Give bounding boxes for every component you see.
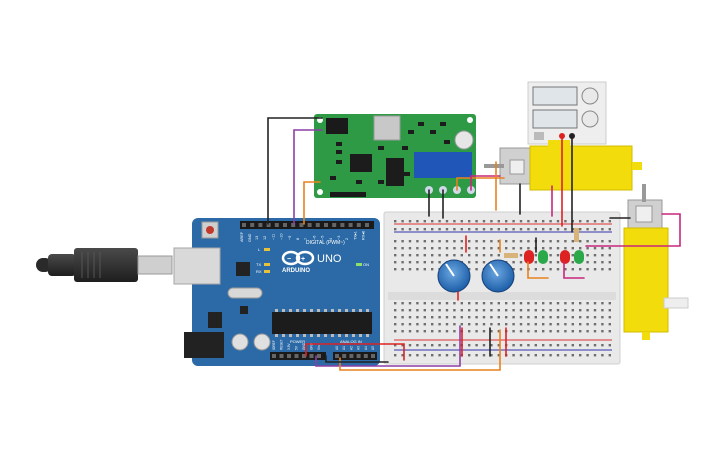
digital-pin-label: ~11 [271, 234, 275, 240]
svg-text:−: − [287, 256, 291, 263]
potentiometer-1[interactable] [437, 259, 471, 293]
digital-pin-label: 12 [263, 236, 267, 240]
dc-gear-motor-2[interactable] [623, 184, 689, 340]
digital-pin-hole[interactable] [283, 223, 287, 227]
screw-terminal [414, 152, 472, 178]
analog-label: ANALOG IN [340, 339, 362, 344]
power-pin-hole[interactable] [279, 354, 284, 358]
power-pin-label: 5V [295, 345, 299, 350]
aref-label: AREF [240, 231, 244, 242]
digital-pin-hole[interactable] [348, 223, 353, 227]
power-pin-hole[interactable] [287, 354, 291, 358]
power-pin-label: 3.3V [287, 343, 291, 350]
led-red-1[interactable] [524, 250, 534, 264]
digital-pin-label: ~3 [337, 236, 341, 240]
resistor-1 [504, 253, 518, 258]
analog-pin-hole[interactable] [356, 354, 361, 358]
wires [267, 117, 681, 371]
digital-pin-label: ~5 [321, 236, 325, 240]
usb-cable [36, 248, 173, 282]
digital-pin-hole[interactable] [315, 223, 320, 227]
gnd-label: GND [248, 233, 252, 242]
digital-pin-hole[interactable] [242, 223, 246, 227]
analog-pin-hole[interactable] [349, 354, 354, 358]
power-pin-hole[interactable] [272, 354, 276, 358]
digital-pin-hole[interactable] [365, 223, 369, 227]
digital-pin-hole[interactable] [258, 223, 263, 227]
digital-pin-hole[interactable] [307, 223, 312, 227]
digital-pin-label: ~6 [312, 236, 316, 240]
reset-button[interactable] [206, 226, 214, 234]
power-pin-label: Vin [317, 345, 321, 350]
digital-pin-label: ~9 [288, 236, 292, 240]
analog-pin-label: A3 [357, 346, 361, 350]
digital-pin-hole[interactable] [340, 223, 345, 227]
digital-pin-label: ~10 [280, 234, 284, 240]
power-pin-label: GND [302, 342, 306, 350]
digital-pin-label: 2 [345, 238, 349, 240]
svg-text:+: + [301, 256, 305, 263]
arduino-uno-board[interactable]: DIGITAL (PWM~) 13 12 ~11 ~10 ~9 8 7 ~6 ~5 4 ~3 2 TX▸… [173, 218, 380, 366]
led-tx-label: TX [256, 262, 261, 267]
digital-pin-label: TX▸1 [353, 231, 357, 240]
potentiometer-2[interactable] [481, 259, 515, 293]
digital-pin-label: 4 [329, 238, 333, 240]
board-brand: ARDUINO [282, 268, 310, 274]
digital-pin-hole[interactable] [266, 223, 271, 227]
digital-pin-hole[interactable] [274, 223, 279, 227]
analog-pin-hole[interactable] [335, 354, 339, 358]
analog-pin-label: A4 [364, 346, 368, 350]
analog-pin-hole[interactable] [371, 354, 375, 358]
led-l-label: L [258, 247, 261, 252]
power-pin-hole[interactable] [317, 354, 321, 358]
led-rx-label: RX [256, 269, 262, 274]
power-pin-label: GND [310, 342, 314, 350]
digital-pin-label: 7 [304, 238, 308, 240]
power-pin-hole[interactable] [302, 354, 306, 358]
dc-gear-motor-1[interactable] [484, 140, 642, 191]
led-green-2[interactable] [574, 250, 584, 264]
digital-pin-hole[interactable] [291, 223, 296, 227]
power-label: POWER [290, 339, 305, 344]
on-label: ON [363, 262, 369, 267]
digital-pin-hole[interactable] [250, 223, 255, 227]
digital-pin-label: 13 [255, 236, 259, 240]
digital-pin-hole[interactable] [356, 223, 361, 227]
power-pin-label: IOREF [272, 340, 276, 350]
digital-pin-hole[interactable] [299, 223, 304, 227]
analog-pin-label: A5 [371, 346, 375, 350]
board-model: UNO [317, 253, 342, 265]
led-red-2[interactable] [560, 250, 570, 264]
analog-pin-label: A2 [349, 346, 353, 350]
power-supply[interactable] [527, 81, 607, 145]
digital-pin-hole[interactable] [324, 223, 328, 227]
power-pin-hole[interactable] [309, 354, 314, 358]
resistor-2 [574, 228, 579, 242]
analog-pin-label: A0 [335, 346, 339, 350]
analog-pin-hole[interactable] [342, 354, 347, 358]
digital-pin-label: 8 [296, 238, 300, 240]
digital-pin-hole[interactable] [332, 223, 337, 227]
arduino-logo: − + [281, 250, 315, 266]
analog-pin-hole[interactable] [363, 354, 368, 358]
digital-pin-label: RX◂0 [362, 231, 366, 240]
motor-driver-board[interactable] [314, 114, 476, 198]
digital-label: DIGITAL (PWM~) [306, 240, 345, 246]
power-pin-label: RESET [280, 339, 284, 350]
power-pin-hole[interactable] [294, 354, 299, 358]
led-green-1[interactable] [538, 250, 548, 264]
analog-pin-label: A1 [342, 346, 346, 350]
atmega-chip [272, 312, 372, 334]
